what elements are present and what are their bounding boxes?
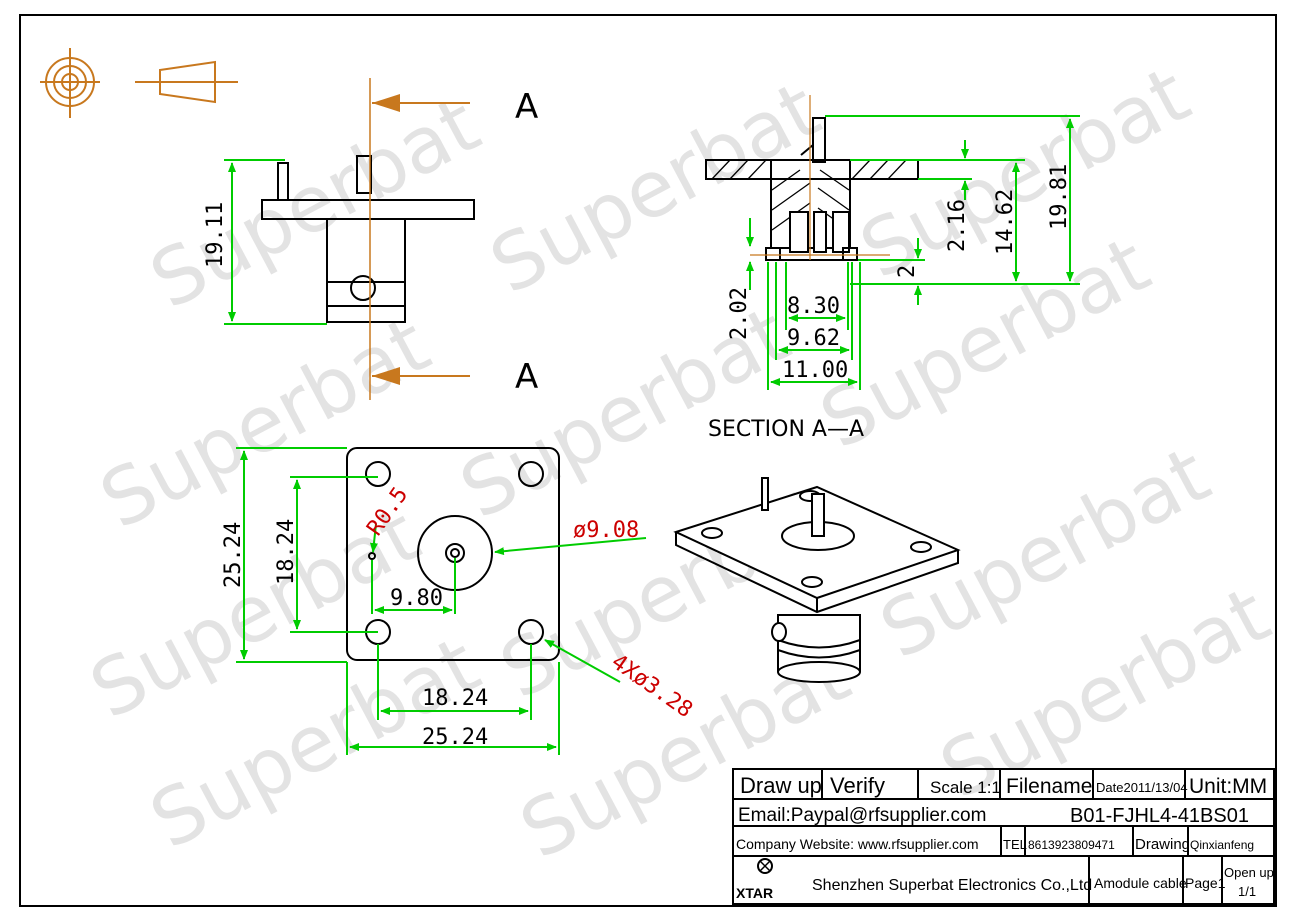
dim-section-14-62: 14.62	[993, 189, 1018, 255]
tb-open-up: Open up	[1224, 865, 1274, 880]
side-view: A A	[224, 78, 538, 400]
tb-part-no: B01-FJHL4-41BS01	[1070, 805, 1249, 827]
section-title: SECTION A—A	[708, 417, 864, 442]
tb-logo: XTAR	[736, 885, 773, 901]
dim-section-2-16: 2.16	[945, 199, 970, 252]
tb-tel-label: TEL	[1003, 837, 1027, 852]
dim-front-dia-9-08: ø9.08	[573, 518, 639, 543]
title-block	[732, 768, 1275, 905]
tb-filename: Filename	[1006, 775, 1092, 798]
dim-section-2: 2	[895, 265, 920, 278]
tb-unit: Unit:MM	[1189, 775, 1267, 798]
dim-section-2-02: 2.02	[727, 287, 752, 340]
tb-scale: Scale 1:1	[930, 778, 1001, 797]
section-mark-bottom: A	[515, 357, 538, 397]
tb-verify: Verify	[830, 773, 885, 798]
tb-date: Date2011/13/04	[1096, 780, 1188, 795]
dim-front-18-24-h: 18.24	[422, 686, 488, 711]
projection-symbol	[40, 48, 238, 118]
svg-text:Superbat: Superbat	[137, 80, 494, 327]
tb-product: Amodule cable	[1094, 875, 1187, 891]
dim-front-4x-holes: 4Xø3.28	[607, 649, 697, 723]
tb-drawer: Qinxianfeng	[1190, 838, 1254, 852]
dim-front-25-24-v: 25.24	[221, 522, 246, 588]
dim-section-9-62: 9.62	[787, 326, 840, 351]
tb-drawing: Drawing	[1135, 836, 1190, 853]
dim-front-25-24-h: 25.24	[422, 725, 488, 750]
dim-section-11-00: 11.00	[782, 358, 848, 383]
tb-email: Email:Paypal@rfsupplier.com	[738, 805, 986, 826]
drawing-border	[19, 14, 1277, 907]
tb-website: Company Website: www.rfsupplier.com	[736, 836, 979, 852]
tb-sheet: 1/1	[1238, 884, 1256, 899]
watermarks: Superbat Superbat Superbat Superbat Supe…	[77, 50, 1284, 877]
section-mark-top: A	[515, 87, 538, 127]
tb-draw-up: Draw up	[740, 773, 822, 798]
dim-front-18-24-v: 18.24	[274, 519, 299, 585]
isometric-view	[673, 477, 961, 683]
dim-section-19-81: 19.81	[1047, 164, 1072, 230]
section-view	[705, 95, 1080, 390]
tb-page: Page1	[1185, 875, 1226, 891]
front-view	[236, 447, 647, 755]
dim-section-8-30: 8.30	[787, 294, 840, 319]
dim-front-9-80: 9.80	[390, 586, 443, 611]
dim-side-height: 19.11	[203, 202, 228, 268]
tb-tel: 8613923809471	[1028, 838, 1115, 852]
tb-company: Shenzhen Superbat Electronics Co.,Ltd	[812, 877, 1092, 894]
